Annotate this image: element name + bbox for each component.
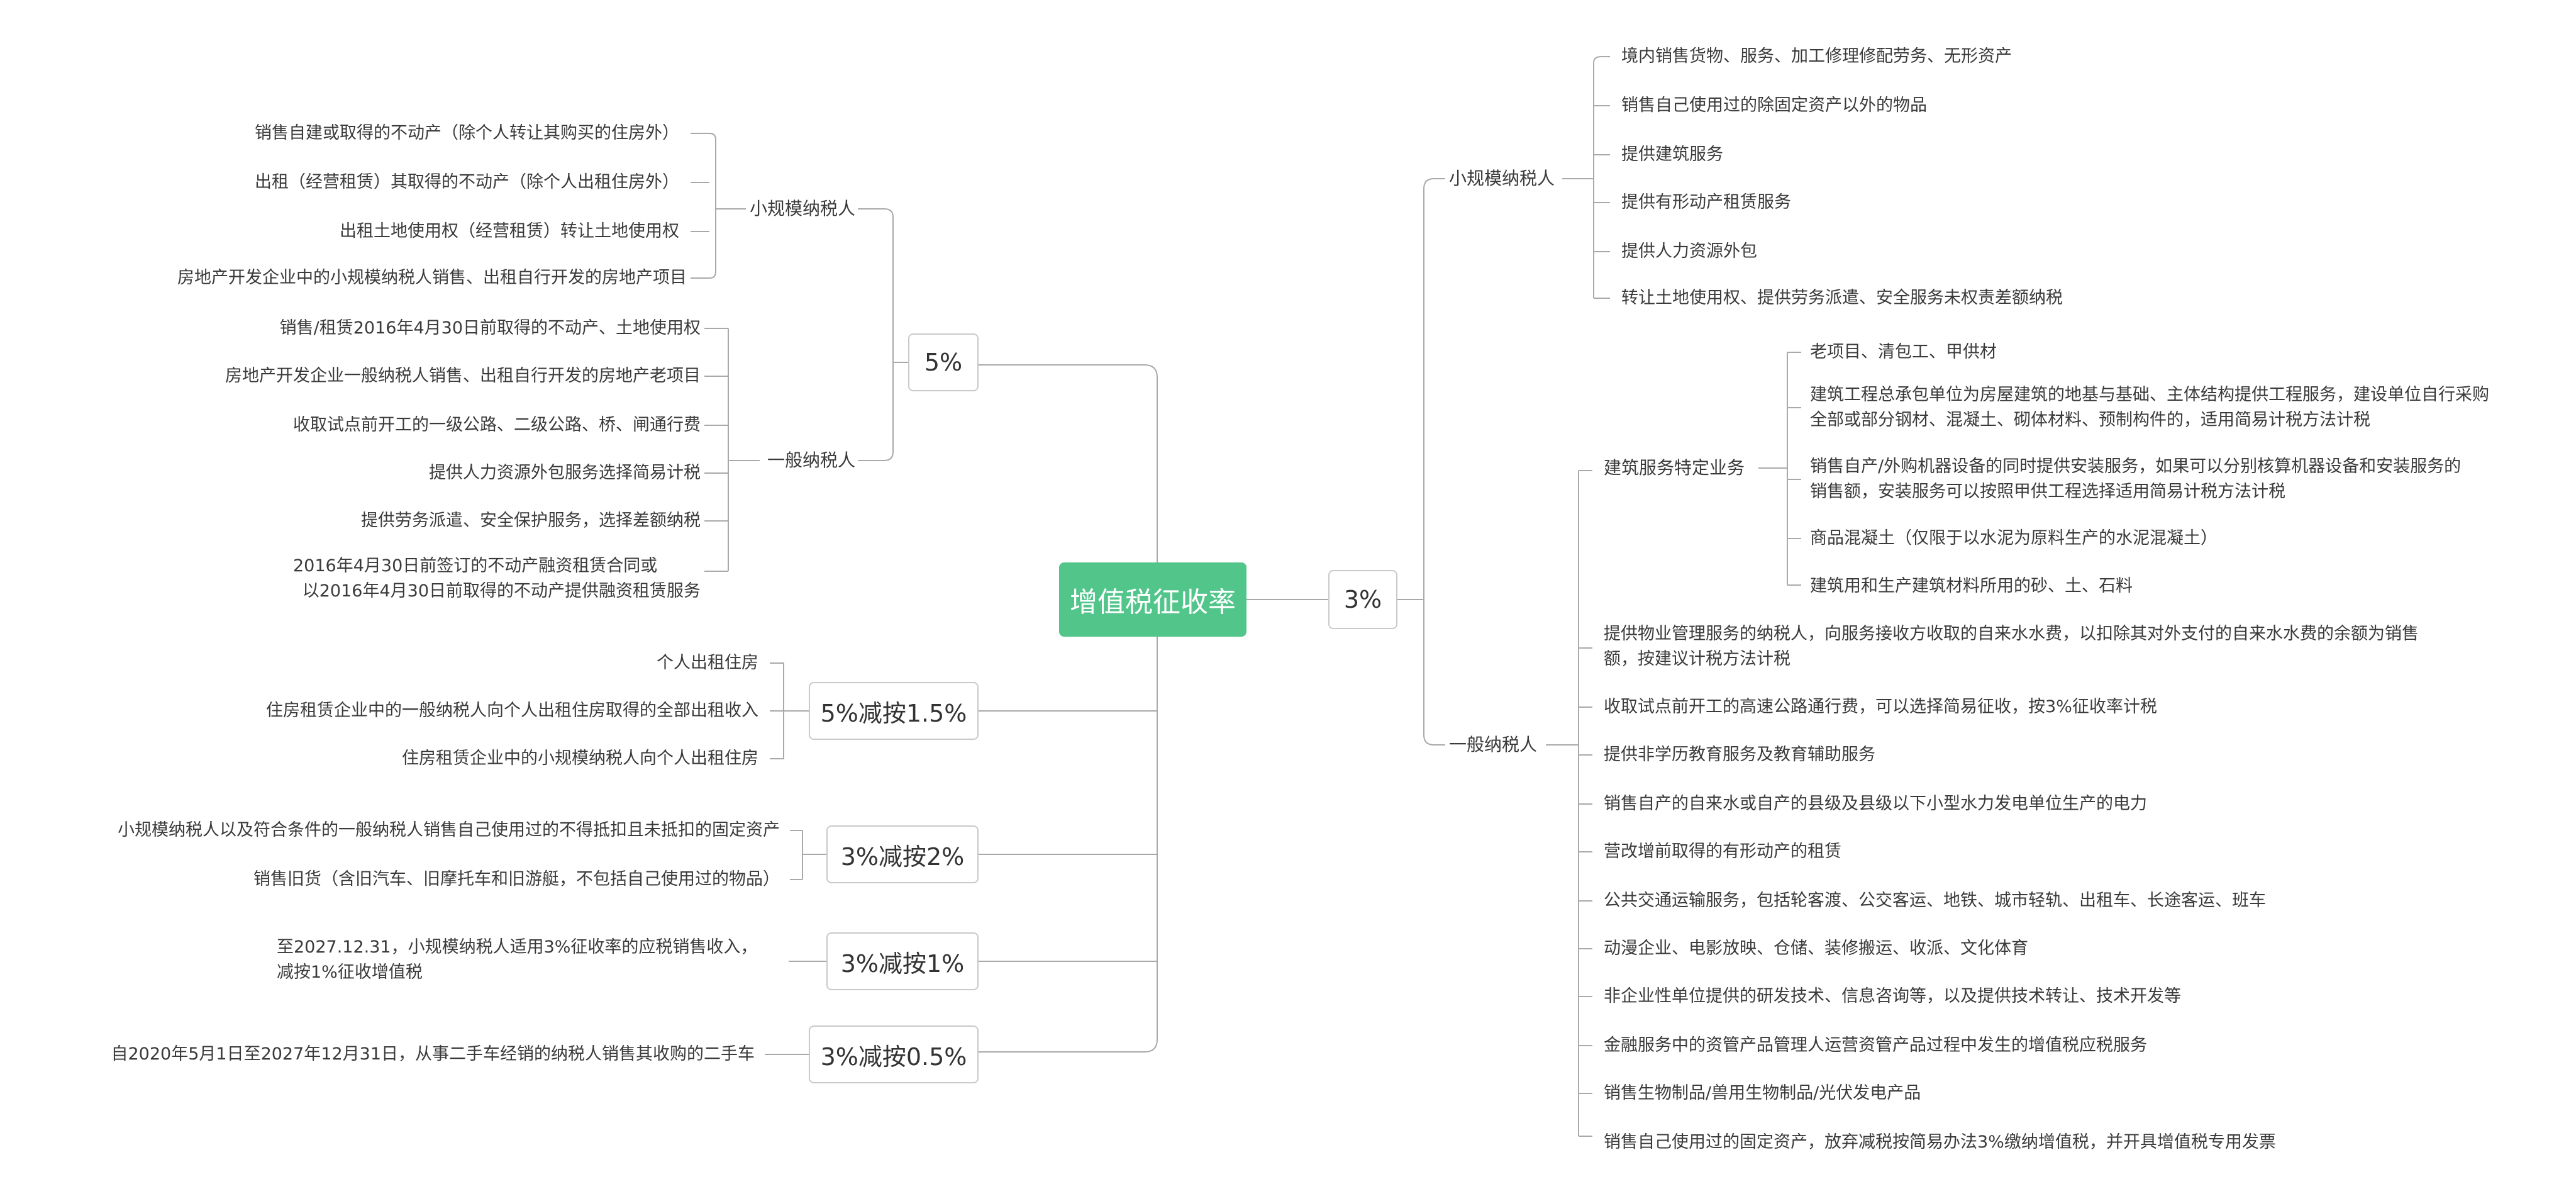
leaf-5-small-3: 出租土地使用权（经营租赁）转让土地使用权 bbox=[340, 221, 679, 241]
leaf-5-general-3: 收取试点前开工的一级公路、二级公路、桥、闸通行费 bbox=[293, 415, 701, 435]
leaf-3-small-5: 提供人力资源外包 bbox=[1621, 242, 1757, 261]
leaf-con-4: 商品混凝土（仅限于以水泥为原料生产的水泥混凝土） bbox=[1810, 528, 2218, 548]
leaf-con-2a: 建筑工程总承包单位为房屋建筑的地基与基础、主体结构提供工程服务，建设单位自行采购 bbox=[1810, 385, 2489, 405]
leaf-3-general-5: 营改增前取得的有形动产的租赁 bbox=[1604, 842, 1841, 861]
node-3-small[interactable]: 小规模纳税人 bbox=[1449, 168, 1555, 189]
leaf-3-general-1b: 额，按建议计税方法计税 bbox=[1604, 649, 1790, 669]
leaf-con-2b: 全部或部分钢材、混凝土、砌体材料、预制构件的，适用简易计税方法计税 bbox=[1810, 410, 2370, 430]
leaf-515-2: 住房租赁企业中的一般纳税人向个人出租住房取得的全部出租收入 bbox=[266, 701, 758, 720]
leaf-3-general-2: 收取试点前开工的高速公路通行费，可以选择简易征收，按3%征收率计税 bbox=[1604, 697, 2157, 717]
leaf-3-general-8: 非企业性单位提供的研发技术、信息咨询等，以及提供技术转让、技术开发等 bbox=[1604, 986, 2181, 1006]
leaf-3-general-6: 公共交通运输服务，包括轮客渡、公交客运、地铁、城市轻轨、出租车、长途客运、班车 bbox=[1604, 891, 2266, 910]
leaf-3-general-11: 销售自己使用过的固定资产，放弃减税按简易办法3%缴纳增值税，并开具增值税专用发票 bbox=[1604, 1132, 2276, 1152]
node-rate-3[interactable]: 3% bbox=[1328, 570, 1397, 629]
leaf-3-small-4: 提供有形动产租赁服务 bbox=[1621, 193, 1791, 212]
leaf-3-general-10: 销售生物制品/兽用生物制品/光伏发电产品 bbox=[1604, 1083, 1921, 1103]
leaf-5-general-4: 提供人力资源外包服务选择简易计税 bbox=[429, 463, 701, 483]
leaf-5-general-2: 房地产开发企业一般纳税人销售、出租自行开发的房地产老项目 bbox=[225, 366, 701, 386]
leaf-5-small-4: 房地产开发企业中的小规模纳税人销售、出租自行开发的房地产项目 bbox=[177, 268, 687, 288]
leaf-515-1: 个人出租住房 bbox=[657, 653, 758, 673]
node-rate-5[interactable]: 5% bbox=[908, 333, 979, 391]
leaf-3-general-3: 提供非学历教育服务及教育辅助服务 bbox=[1604, 745, 1875, 764]
leaf-3-small-3: 提供建筑服务 bbox=[1621, 145, 1723, 164]
leaf-5-general-1: 销售/租赁2016年4月30日前取得的不动产、土地使用权 bbox=[279, 318, 701, 338]
node-5-general[interactable]: 一般纳税人 bbox=[767, 450, 855, 471]
leaf-5-general-6a: 2016年4月30日前签订的不动产融资租赁合同或 bbox=[293, 556, 658, 576]
node-5-small[interactable]: 小规模纳税人 bbox=[749, 198, 855, 219]
node-3-general[interactable]: 一般纳税人 bbox=[1449, 734, 1538, 755]
leaf-3-small-2: 销售自己使用过的除固定资产以外的物品 bbox=[1621, 96, 1927, 115]
node-rate-3-2[interactable]: 3%减按2% bbox=[826, 825, 979, 883]
leaf-5-general-5: 提供劳务派遣、安全保护服务，选择差额纳税 bbox=[361, 511, 701, 530]
leaf-con-3b: 销售额，安装服务可以按照甲供工程选择适用简易计税方法计税 bbox=[1810, 482, 2285, 501]
leaf-con-5: 建筑用和生产建筑材料所用的砂、土、石料 bbox=[1810, 576, 2133, 596]
leaf-515-3: 住房租赁企业中的小规模纳税人向个人出租住房 bbox=[402, 749, 758, 768]
leaf-3-general-9: 金融服务中的资管产品管理人运营资管产品过程中发生的增值税应税服务 bbox=[1604, 1036, 2147, 1055]
leaf-31-line1: 至2027.12.31，小规模纳税人适用3%征收率的应税销售收入， bbox=[277, 937, 758, 957]
leaf-305-1: 自2020年5月1日至2027年12月31日，从事二手车经销的纳税人销售其收购的… bbox=[111, 1044, 755, 1064]
node-rate-3-1[interactable]: 3%减按1% bbox=[826, 932, 979, 990]
leaf-3-general-7: 动漫企业、电影放映、仓储、装修搬运、收派、文化体育 bbox=[1604, 939, 2028, 958]
leaf-con-1: 老项目、清包工、甲供材 bbox=[1810, 342, 1997, 362]
leaf-5-general-6b: 以2016年4月30日前取得的不动产提供融资租赁服务 bbox=[302, 581, 701, 601]
root-node[interactable]: 增值税征收率 bbox=[1059, 562, 1246, 637]
leaf-31-line2: 减按1%征收增值税 bbox=[277, 963, 423, 982]
leaf-3-small-1: 境内销售货物、服务、加工修理修配劳务、无形资产 bbox=[1621, 47, 2012, 66]
leaf-3-general-1a: 提供物业管理服务的纳税人，向服务接收方收取的自来水水费，以扣除其对外支付的自来水… bbox=[1604, 624, 2419, 644]
node-3-construction[interactable]: 建筑服务特定业务 bbox=[1604, 457, 1745, 478]
leaf-5-small-2: 出租（经营租赁）其取得的不动产（除个人出租住房外） bbox=[255, 172, 679, 192]
leaf-3-small-6: 转让土地使用权、提供劳务派遣、安全服务未权责差额纳税 bbox=[1621, 288, 2063, 308]
leaf-3-general-4: 销售自产的自来水或自产的县级及县级以下小型水力发电单位生产的电力 bbox=[1604, 794, 2147, 813]
leaf-32-2: 销售旧货（含旧汽车、旧摩托车和旧游艇，不包括自己使用过的物品） bbox=[253, 869, 780, 889]
leaf-32-1: 小规模纳税人以及符合条件的一般纳税人销售自己使用过的不得抵扣且未抵扣的固定资产 bbox=[118, 820, 780, 840]
node-rate-3-0.5[interactable]: 3%减按0.5% bbox=[809, 1025, 979, 1083]
leaf-con-3a: 销售自产/外购机器设备的同时提供安装服务，如果可以分别核算机器设备和安装服务的 bbox=[1810, 457, 2462, 476]
leaf-5-small-1: 销售自建或取得的不动产（除个人转让其购买的住房外） bbox=[255, 123, 679, 143]
node-rate-5-1.5[interactable]: 5%减按1.5% bbox=[809, 682, 979, 740]
